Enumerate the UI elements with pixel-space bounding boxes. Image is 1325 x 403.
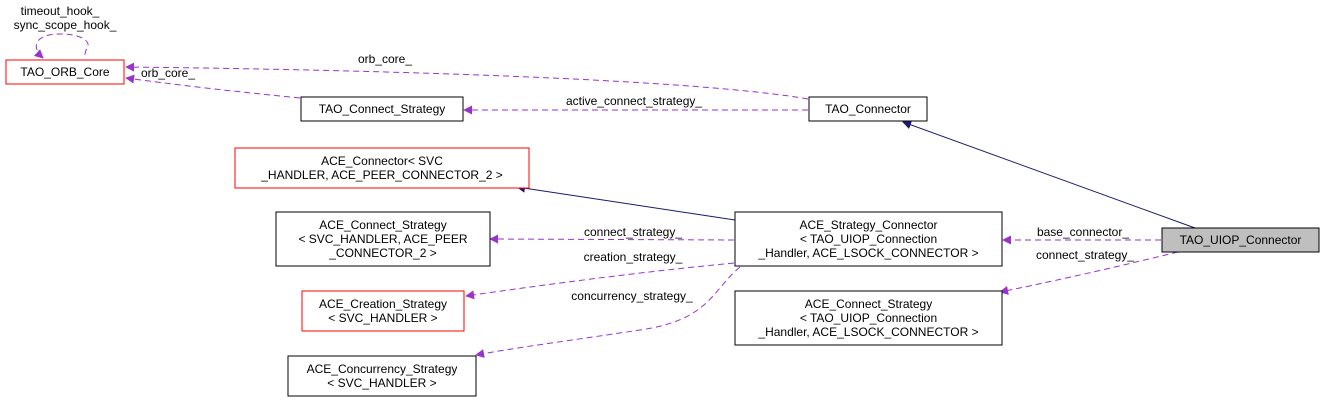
node-label-line: TAO_ORB_Core: [20, 65, 109, 79]
edge-creation-strategy: [465, 262, 735, 300]
node-tao-orb-core[interactable]: TAO_ORB_Core: [5, 59, 125, 85]
node-label-line: ACE_Connect_Strategy: [805, 297, 932, 311]
label-base-connector: base_connector_: [1037, 225, 1129, 239]
edge-connector-to-orb-core: [125, 62, 809, 100]
node-ace-connect-strategy-svc[interactable]: ACE_Connect_Strategy< SVC_HANDLER, ACE_P…: [275, 211, 491, 267]
node-tao-uiop-connector[interactable]: TAO_UIOP_Connector: [1161, 227, 1320, 253]
node-label-line: TAO_Connect_Strategy: [319, 102, 446, 116]
node-box: [734, 211, 1003, 267]
node-ace-creation-strategy[interactable]: ACE_Creation_Strategy< SVC_HANDLER >: [301, 290, 465, 332]
edge-inherit-ace-connector: [516, 183, 736, 221]
node-label-line: < SVC_HANDLER >: [327, 376, 436, 390]
node-label-line: TAO_Connector: [825, 102, 911, 116]
node-label-line: _HANDLER, ACE_PEER_CONNECTOR_2 >: [260, 168, 503, 182]
node-label-line: ACE_Connector< SVC: [321, 154, 443, 168]
label-concurrency-strategy: concurrency_strategy_: [571, 289, 693, 303]
node-label-line: ACE_Concurrency_Strategy: [307, 362, 458, 376]
node-ace-strategy-connector[interactable]: ACE_Strategy_Connector< TAO_UIOP_Connect…: [734, 211, 1003, 267]
node-label-line: < SVC_HANDLER, ACE_PEER: [298, 232, 467, 246]
node-ace-concurrency-strategy[interactable]: ACE_Concurrency_Strategy< SVC_HANDLER >: [287, 355, 477, 397]
edge-orb-core-self-loop: [33, 33, 89, 59]
node-tao-connector[interactable]: TAO_Connector: [808, 96, 928, 122]
node-label-line: ACE_Creation_Strategy: [319, 297, 447, 311]
node-label-line: ACE_Strategy_Connector: [799, 218, 937, 232]
edge-connect-strategy-svc: [489, 234, 735, 244]
node-box: [734, 290, 1003, 346]
node-label-line: _Handler, ACE_LSOCK_CONNECTOR >: [757, 325, 978, 339]
node-ace-connect-strategy-uiop[interactable]: ACE_Connect_Strategy< TAO_UIOP_Connectio…: [734, 290, 1003, 346]
label-connector-orb-core: orb_core_: [358, 52, 412, 66]
label-active-connect-strategy: active_connect_strategy_: [566, 94, 702, 108]
node-box: [1161, 227, 1320, 253]
label-sync-scope-hook: sync_scope_hook_: [14, 18, 117, 32]
label-creation-strategy: creation_strategy_: [584, 250, 683, 264]
node-ace-connector[interactable]: ACE_Connector< SVC_HANDLER, ACE_PEER_CON…: [234, 147, 530, 189]
node-label-line: < TAO_UIOP_Connection: [800, 311, 937, 325]
label-connect-strategy-svc: connect_strategy_: [584, 225, 682, 239]
node-box: [287, 355, 477, 397]
label-connect-strategy-uiop: connect_strategy_: [1036, 248, 1134, 262]
node-tao-connect-strategy[interactable]: TAO_Connect_Strategy: [300, 96, 464, 122]
node-box: [300, 96, 464, 122]
node-box: [234, 147, 530, 189]
node-box: [5, 59, 125, 85]
node-label-line: TAO_UIOP_Connector: [1180, 233, 1302, 247]
node-label-line: _Handler, ACE_LSOCK_CONNECTOR >: [757, 246, 978, 260]
edge-inherit-tao-connector: [902, 120, 1196, 229]
label-strategy-orb-core: orb_core_: [141, 66, 195, 80]
label-timeout-hook: timeout_hook_: [21, 4, 100, 18]
node-box: [301, 290, 465, 332]
node-label-line: _CONNECTOR_2 >: [328, 246, 436, 260]
edge-concurrency-strategy: [475, 266, 741, 358]
node-label-line: ACE_Connect_Strategy: [319, 218, 446, 232]
edge-connect-strategy-uiop: [999, 251, 1179, 295]
node-label-line: < SVC_HANDLER >: [328, 311, 437, 325]
node-box: [808, 96, 928, 122]
edge-strategy-to-orb-core: [125, 74, 301, 99]
node-box: [275, 211, 491, 267]
node-label-line: < TAO_UIOP_Connection: [800, 232, 937, 246]
